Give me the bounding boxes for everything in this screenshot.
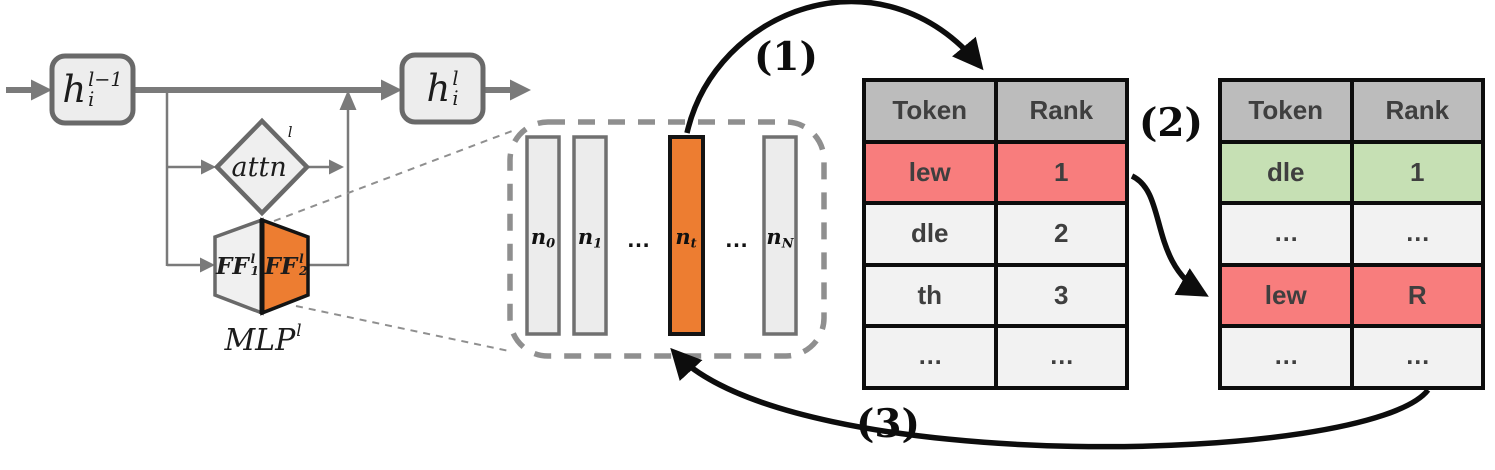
math-sub: t [690, 236, 697, 252]
neuron-ellipsis-left: … [626, 226, 651, 253]
table-row: … … [1218, 201, 1485, 267]
rank-cell: … [1349, 201, 1485, 267]
token-cell: … [1218, 324, 1354, 390]
step1-label: (1) [753, 34, 819, 80]
neuron-label-nN: nN [760, 224, 800, 252]
table-row: … … [862, 324, 1129, 390]
rank-column-header: Rank [993, 78, 1129, 144]
rank-cell: 2 [993, 201, 1129, 267]
rank-cell: R [1349, 262, 1485, 328]
rank-cell: … [993, 324, 1129, 390]
residual-arrow-head [381, 79, 402, 101]
rank-cell: 3 [993, 262, 1129, 328]
merge-arrow-head [339, 90, 357, 110]
rank-column-header: Rank [1349, 78, 1485, 144]
math-sub: 1 [593, 236, 603, 252]
step3-arrow [670, 347, 1431, 450]
token-rank-table-2: Token Rank dle 1 … … lew R … … [1218, 78, 1485, 390]
zoom-connector-bottom [295, 305, 510, 352]
step2-arrow [1130, 173, 1209, 297]
math-sub: 0 [546, 236, 556, 252]
math-sub: i [88, 87, 95, 111]
math-base: n [766, 224, 782, 249]
attention-diamond [213, 117, 311, 217]
math-base: FF [264, 252, 298, 280]
zoom-connector-top [273, 130, 513, 222]
table-row: lew 1 [862, 139, 1129, 205]
neuron-label-n0: n0 [523, 224, 563, 252]
math-sub: N [781, 236, 794, 252]
token-rank-table-1: Token Rank lew 1 dle 2 th 3 … … [862, 78, 1129, 390]
table-row: dle 2 [862, 201, 1129, 267]
math-sup: l [299, 252, 304, 267]
hidden-state-prev-box [49, 53, 136, 126]
math-sup: l [452, 67, 459, 91]
table-row: th 3 [862, 262, 1129, 328]
step3-label: (3) [855, 401, 921, 447]
attn-out-arrow-head [329, 159, 344, 175]
neuron-bar-n1 [572, 135, 608, 336]
token-cell: … [862, 324, 998, 390]
math-base: n [675, 224, 691, 249]
neuron-bar-nt-highlighted [668, 135, 705, 336]
step2-label: (2) [1138, 100, 1204, 146]
table-row: lew R [1218, 262, 1485, 328]
neuron-ellipsis-right: … [724, 226, 749, 253]
math-sup: l [250, 252, 256, 267]
neuron-bar-n0 [525, 135, 561, 336]
hidden-state-next-box [399, 52, 486, 125]
token-cell: … [1218, 201, 1354, 267]
table-header-row: Token Rank [1218, 78, 1485, 144]
math-sup: l [296, 321, 302, 340]
token-cell: lew [1218, 262, 1354, 328]
neuron-label-nt: nt [666, 224, 706, 252]
token-cell: lew [862, 139, 998, 205]
math-base: h [426, 67, 451, 110]
math-sup: l−1 [88, 68, 123, 92]
neuron-strip-container [507, 119, 827, 359]
token-column-header: Token [862, 78, 998, 144]
token-cell: dle [1218, 139, 1354, 205]
math-sup: l [287, 123, 293, 141]
rank-cell: 1 [1349, 139, 1485, 205]
neuron-bar-nN [762, 135, 798, 336]
rank-cell: … [1349, 324, 1485, 390]
token-cell: th [862, 262, 998, 328]
math-base: n [577, 224, 594, 249]
token-column-header: Token [1218, 78, 1354, 144]
step1-arrow [684, 0, 984, 134]
math-base: FF [216, 252, 249, 280]
math-base: n [530, 224, 547, 249]
table-header-row: Token Rank [862, 78, 1129, 144]
token-cell: dle [862, 201, 998, 267]
table-row: … … [1218, 324, 1485, 390]
output-arrow-head [510, 79, 531, 101]
mlp-in-arrow-head [200, 257, 215, 273]
attn-in-arrow-head [201, 159, 216, 175]
math-base: attn [231, 151, 287, 183]
input-arrow-head [31, 79, 52, 101]
math-sub: i [452, 86, 459, 110]
rank-cell: 1 [993, 139, 1129, 205]
math-sub: 1 [250, 264, 259, 278]
math-sub: 2 [299, 264, 308, 278]
math-base: h [62, 68, 87, 111]
neuron-label-n1: n1 [570, 224, 610, 252]
math-base: MLP [224, 323, 296, 358]
table-row: dle 1 [1218, 139, 1485, 205]
